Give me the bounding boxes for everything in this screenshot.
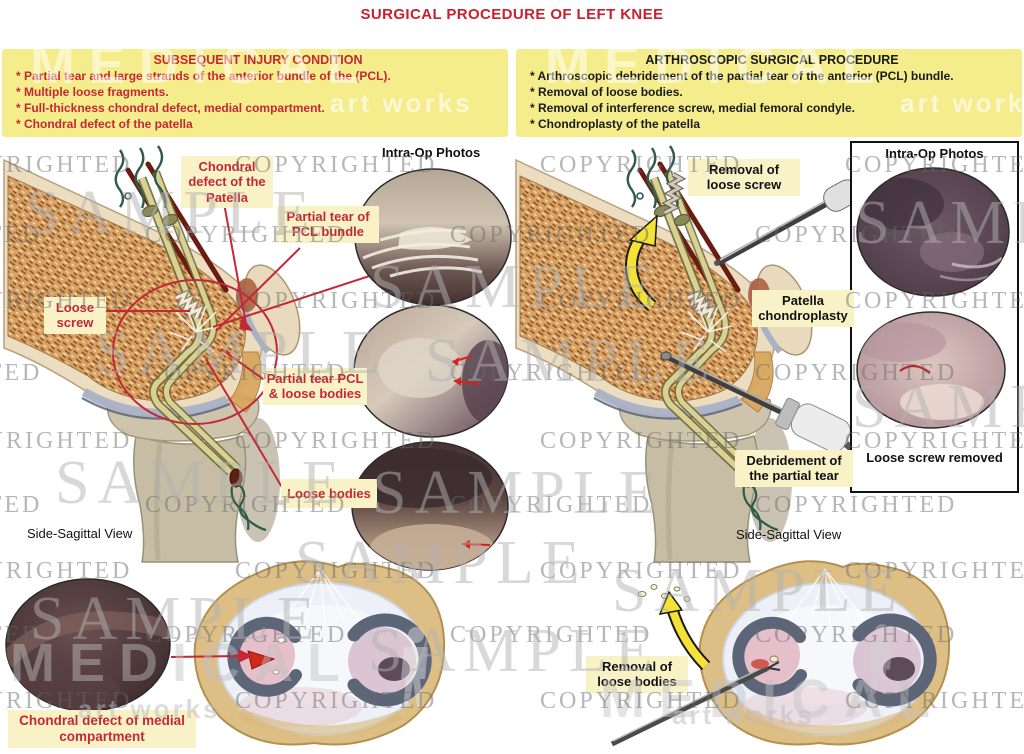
right-box-bullet: * Chondroplasty of the patella bbox=[530, 117, 701, 131]
label-removal-loose-bodies: Removal of loose bodies bbox=[586, 656, 688, 693]
right-box-bullet: * Removal of loose bodies. bbox=[530, 85, 683, 99]
caption-loose-screw-removed: Loose screw removed bbox=[866, 450, 1003, 465]
label-partial-tear-loose-bodies: Partial tear PCL & loose bodies bbox=[263, 368, 367, 405]
intraop-photo-3 bbox=[351, 441, 509, 571]
removed-screw bbox=[661, 172, 687, 215]
axial-view-left bbox=[170, 561, 444, 744]
subsequent-injury-box: SUBSEQUENT INJURY CONDITION * Partial te… bbox=[2, 49, 508, 137]
right-box-bullet: * Arthroscopic debridement of the partia… bbox=[530, 69, 954, 83]
axial-view-right bbox=[610, 561, 949, 747]
label-chondral-patella: Chondral defect of the Patella bbox=[181, 156, 273, 208]
label-partial-tear-pcl: Partial tear of PCL bundle bbox=[277, 206, 379, 243]
right-view-caption: Side-Sagittal View bbox=[736, 527, 842, 542]
left-box-bullet: * Multiple loose fragments. bbox=[16, 85, 169, 99]
arthroscopic-procedure-box: ARTHROSCOPIC SURGICAL PROCEDURE * Arthro… bbox=[516, 49, 1022, 137]
left-knee-illustration bbox=[4, 146, 389, 562]
shaver-instrument bbox=[660, 351, 859, 455]
screwdriver-instrument bbox=[714, 179, 860, 266]
left-view-caption: Side-Sagittal View bbox=[27, 526, 133, 541]
left-intraop-heading: Intra-Op Photos bbox=[382, 145, 481, 160]
highlight-ellipse bbox=[112, 279, 278, 425]
label-loose-screw: Loose screw bbox=[44, 297, 106, 334]
removal-arrow-bodies bbox=[658, 590, 711, 671]
left-box-bullet: * Full-thickness chondral defect, medial… bbox=[16, 101, 325, 115]
label-debridement: Debridement of the partial tear bbox=[735, 450, 853, 487]
page-title: SURGICAL PROCEDURE OF LEFT KNEE bbox=[360, 6, 664, 23]
bottom-left-photo bbox=[5, 578, 171, 712]
chondral-defect-mark bbox=[247, 650, 276, 670]
label-patella-chondroplasty: Patella chondroplasty bbox=[752, 290, 854, 327]
grasper-instrument bbox=[610, 661, 781, 747]
removal-arrow-up bbox=[625, 214, 658, 311]
left-connector-lines bbox=[104, 202, 389, 490]
label-removal-loose-screw: Removal of loose screw bbox=[688, 159, 800, 196]
left-box-bullet: * Partial tear and large strands of the … bbox=[16, 69, 391, 83]
loose-body-fragments bbox=[637, 584, 691, 602]
right-box-title: ARTHROSCOPIC SURGICAL PROCEDURE bbox=[645, 53, 899, 67]
right-photo-a bbox=[856, 167, 1010, 297]
right-intraop-heading: Intra-Op Photos bbox=[885, 146, 984, 161]
arrowhead-patella bbox=[239, 316, 253, 331]
right-photo-b bbox=[856, 311, 1006, 429]
right-box-bullet: * Removal of interference screw, medial … bbox=[530, 101, 856, 115]
left-box-title: SUBSEQUENT INJURY CONDITION bbox=[153, 53, 363, 67]
right-photo-box bbox=[850, 141, 1019, 493]
label-chondral-medial: Chondral defect of medial compartment bbox=[8, 710, 196, 748]
intraop-photo-2 bbox=[353, 304, 509, 438]
right-knee-illustration bbox=[516, 146, 860, 562]
left-box-bullet: * Chondral defect of the patella bbox=[16, 117, 193, 131]
label-loose-bodies: Loose bodies bbox=[281, 479, 377, 509]
